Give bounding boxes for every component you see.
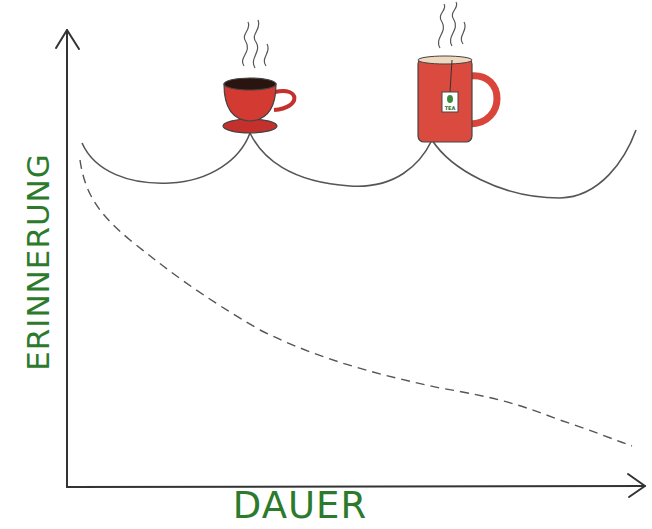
steam — [438, 4, 444, 48]
y-axis-title: ERINNERUNG — [23, 153, 54, 371]
tag-text: TEA — [445, 106, 456, 111]
steam — [253, 20, 258, 68]
x-axis-title: DAUER — [233, 487, 367, 524]
y-axis-arrow — [56, 30, 79, 49]
forgetting-curve — [80, 160, 632, 446]
tea-string — [450, 60, 452, 92]
steam — [461, 22, 465, 44]
tea-mug — [418, 2, 497, 142]
steam — [450, 2, 456, 46]
cup-handle — [274, 91, 294, 110]
x-axis-arrow — [628, 474, 645, 497]
mug-handle — [470, 76, 497, 124]
steam — [242, 22, 248, 66]
review-curve — [82, 130, 636, 198]
mug-body — [418, 58, 472, 142]
y-axis — [66, 30, 68, 487]
tea — [418, 56, 472, 64]
coffee-cup — [223, 20, 294, 133]
steam — [264, 44, 268, 66]
tea-leaf — [447, 95, 453, 103]
coffee — [224, 78, 276, 90]
tea-tag — [442, 92, 458, 112]
